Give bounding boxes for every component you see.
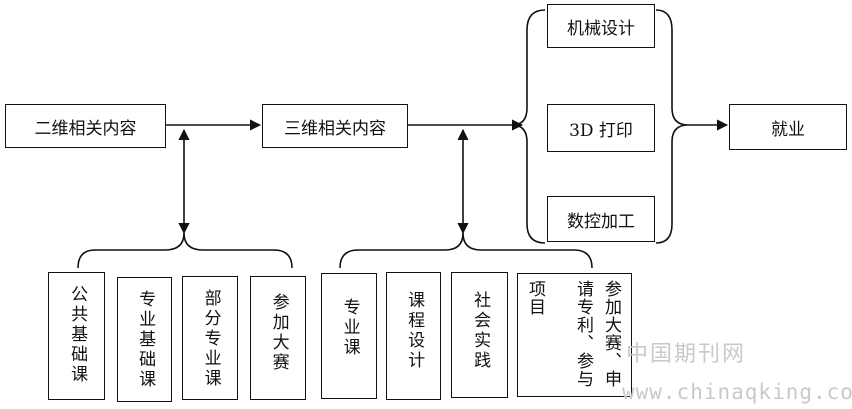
box-2d-content-label: 二维相关内容 — [34, 118, 137, 139]
box-employment-label: 就业 — [771, 119, 805, 140]
box-competition-patent-project-line1: 参加大赛、申 — [601, 280, 621, 388]
box-competition-patent-project: 参加大赛、申 请专利、参与 项目 — [517, 273, 632, 397]
box-employment: 就业 — [729, 104, 847, 150]
box-2d-content: 二维相关内容 — [5, 104, 166, 148]
box-competition-patent-project-line3: 项目 — [525, 280, 545, 316]
box-partial-professional-course: 部分专业课 — [182, 276, 238, 400]
box-public-basic-course: 公共基础课 — [48, 272, 105, 400]
box-competition-label: 参加大赛 — [268, 293, 289, 373]
box-3d-printing-label: 3D 打印 — [569, 120, 633, 141]
watermark-en: www.chinaqking.com — [622, 380, 852, 404]
box-cnc-machining-label: 数控加工 — [567, 211, 635, 232]
box-mechanical-design: 机械设计 — [547, 4, 655, 48]
box-competition-patent-project-line2: 请专利、参与 — [573, 280, 593, 388]
box-social-practice: 社会实践 — [451, 272, 508, 398]
box-professional-course-label: 专业课 — [339, 298, 360, 358]
box-partial-professional-course-label: 部分专业课 — [200, 289, 221, 389]
box-3d-content-label: 三维相关内容 — [284, 118, 386, 139]
brace-group1 — [77, 232, 293, 269]
brace-to-job — [655, 9, 689, 244]
box-professional-course: 专业课 — [321, 273, 377, 399]
box-competition: 参加大赛 — [250, 276, 306, 400]
box-3d-content: 三维相关内容 — [262, 104, 408, 148]
box-3d-printing: 3D 打印 — [547, 104, 655, 152]
box-course-design-label: 课程设计 — [404, 291, 425, 371]
watermark-cn: 中国期刊网 — [626, 342, 747, 367]
box-professional-basic-course: 专业基础课 — [117, 277, 172, 402]
box-course-design: 课程设计 — [386, 272, 441, 400]
box-mechanical-design-label: 机械设计 — [567, 18, 635, 39]
box-public-basic-course-label: 公共基础课 — [67, 285, 88, 385]
brace-right-options — [511, 9, 546, 244]
box-professional-basic-course-label: 专业基础课 — [135, 290, 156, 390]
box-cnc-machining: 数控加工 — [547, 196, 655, 242]
box-social-practice-label: 社会实践 — [470, 291, 491, 371]
